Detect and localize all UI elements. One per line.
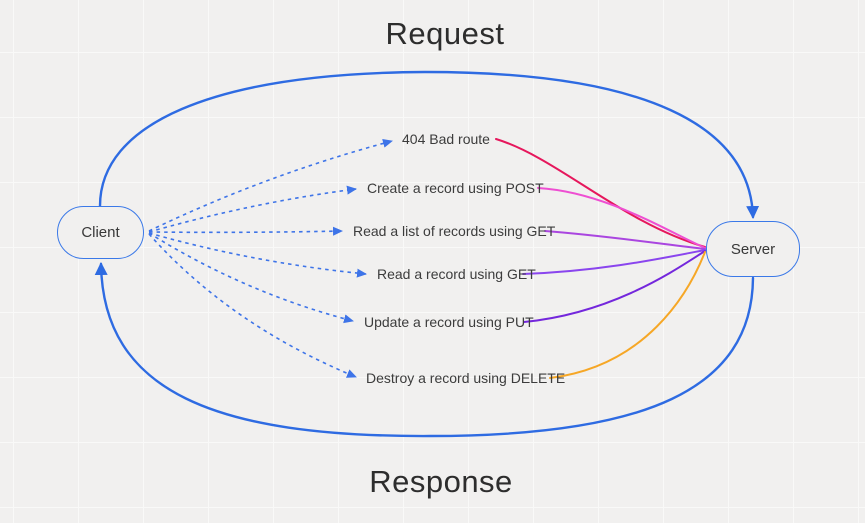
server-node-label: Server xyxy=(730,240,776,258)
request-title: Request xyxy=(385,16,505,51)
route-server-edge-get-list[interactable] xyxy=(544,230,706,250)
response-title: Response xyxy=(369,464,513,499)
client-node[interactable]: Client xyxy=(57,206,144,259)
route-label-get-list[interactable]: Read a list of records using GET xyxy=(353,223,556,239)
client-route-connector-delete[interactable] xyxy=(148,233,357,378)
request-arc[interactable] xyxy=(98,70,760,219)
route-server-edge-delete[interactable] xyxy=(549,251,706,379)
route-server-edge-404[interactable] xyxy=(495,138,706,248)
client-route-connector-get-list[interactable] xyxy=(148,226,343,236)
route-label-put[interactable]: Update a record using PUT xyxy=(364,314,534,330)
response-arc[interactable] xyxy=(94,262,755,438)
route-label-delete[interactable]: Destroy a record using DELETE xyxy=(366,370,566,386)
client-route-connector-put[interactable] xyxy=(148,232,354,324)
client-route-connector-post[interactable] xyxy=(148,185,357,233)
server-node[interactable]: Server xyxy=(706,221,800,277)
route-label-post[interactable]: Create a record using POST xyxy=(367,180,544,196)
route-server-edge-post[interactable] xyxy=(537,187,706,249)
client-node-label: Client xyxy=(81,224,120,241)
route-server-edge-put[interactable] xyxy=(523,250,706,323)
client-route-connector-404[interactable] xyxy=(148,138,393,232)
route-server-edge-get-record[interactable] xyxy=(522,249,706,275)
route-label-404[interactable]: 404 Bad route xyxy=(402,131,490,147)
route-label-get-record[interactable]: Read a record using GET xyxy=(377,266,536,282)
